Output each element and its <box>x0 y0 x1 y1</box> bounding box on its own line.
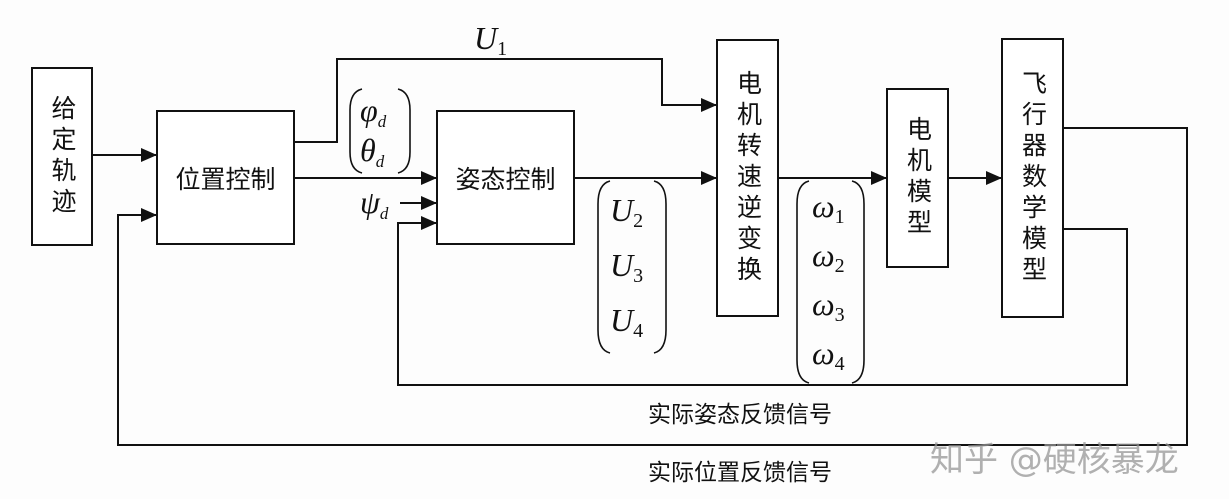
symbol: φ <box>360 92 378 128</box>
label-psi-d: ψd <box>360 184 388 224</box>
subscript: 3 <box>834 304 845 326</box>
subscript: d <box>375 152 385 171</box>
symbol: ω <box>812 335 835 371</box>
label-u4: U4 <box>610 302 643 343</box>
paren-phi-theta-left <box>349 88 363 174</box>
label-u1: U1 <box>474 20 507 61</box>
arrow-u1 <box>294 58 717 143</box>
label-omega4: ω4 <box>812 335 845 376</box>
vector-omega: ω1 ω2 ω3 ω4 <box>812 184 845 380</box>
subscript: 3 <box>633 265 644 287</box>
block-position-control: 位置控制 <box>156 110 295 245</box>
symbol: ω <box>812 188 835 224</box>
block-motor-speed-inverse: 电机转速逆变换 <box>716 39 779 317</box>
symbol: θ <box>360 132 376 168</box>
subscript: d <box>379 204 389 223</box>
label-u3: U3 <box>610 247 643 288</box>
subscript: 2 <box>633 210 644 232</box>
subscript: 4 <box>633 320 644 342</box>
symbol: U <box>474 20 498 56</box>
symbol: ω <box>812 286 835 322</box>
paren-phi-theta-right <box>397 88 411 174</box>
label-phi-d: φd <box>360 92 386 132</box>
arrow-position-feedback <box>117 127 1188 446</box>
label-omega1: ω1 <box>812 188 845 229</box>
label-position-feedback: 实际位置反馈信号 <box>648 460 832 486</box>
symbol: ω <box>812 237 835 273</box>
label-u2: U2 <box>610 192 643 233</box>
paren-omega-left <box>796 180 810 384</box>
subscript: 4 <box>834 353 845 375</box>
label-theta-d: θd <box>360 132 384 172</box>
block-attitude-control: 姿态控制 <box>436 110 575 245</box>
vector-u: U2 U3 U4 <box>610 185 643 350</box>
label-omega3: ω3 <box>812 286 845 327</box>
block-motor-model: 电机模型 <box>886 88 949 268</box>
symbol: U <box>610 192 634 228</box>
vector-phi-theta: φd θd <box>360 92 386 172</box>
label-omega2: ω2 <box>812 237 845 278</box>
label-attitude-feedback: 实际姿态反馈信号 <box>648 402 832 428</box>
block-aircraft-model: 飞行器数学模型 <box>1001 38 1064 318</box>
block-given-trajectory: 给定轨迹 <box>31 67 93 246</box>
symbol: U <box>610 247 634 283</box>
subscript: 2 <box>834 255 845 277</box>
paren-u-right <box>653 180 667 354</box>
paren-omega-right <box>851 180 865 384</box>
arrow-attitude-feedback <box>397 216 1128 386</box>
watermark: 知乎 @硬核暴龙 <box>930 440 1179 480</box>
symbol: U <box>610 302 634 338</box>
subscript: 1 <box>497 38 508 60</box>
paren-u-left <box>597 180 611 354</box>
subscript: d <box>377 112 387 131</box>
subscript: 1 <box>834 206 845 228</box>
symbol: ψ <box>360 184 380 220</box>
